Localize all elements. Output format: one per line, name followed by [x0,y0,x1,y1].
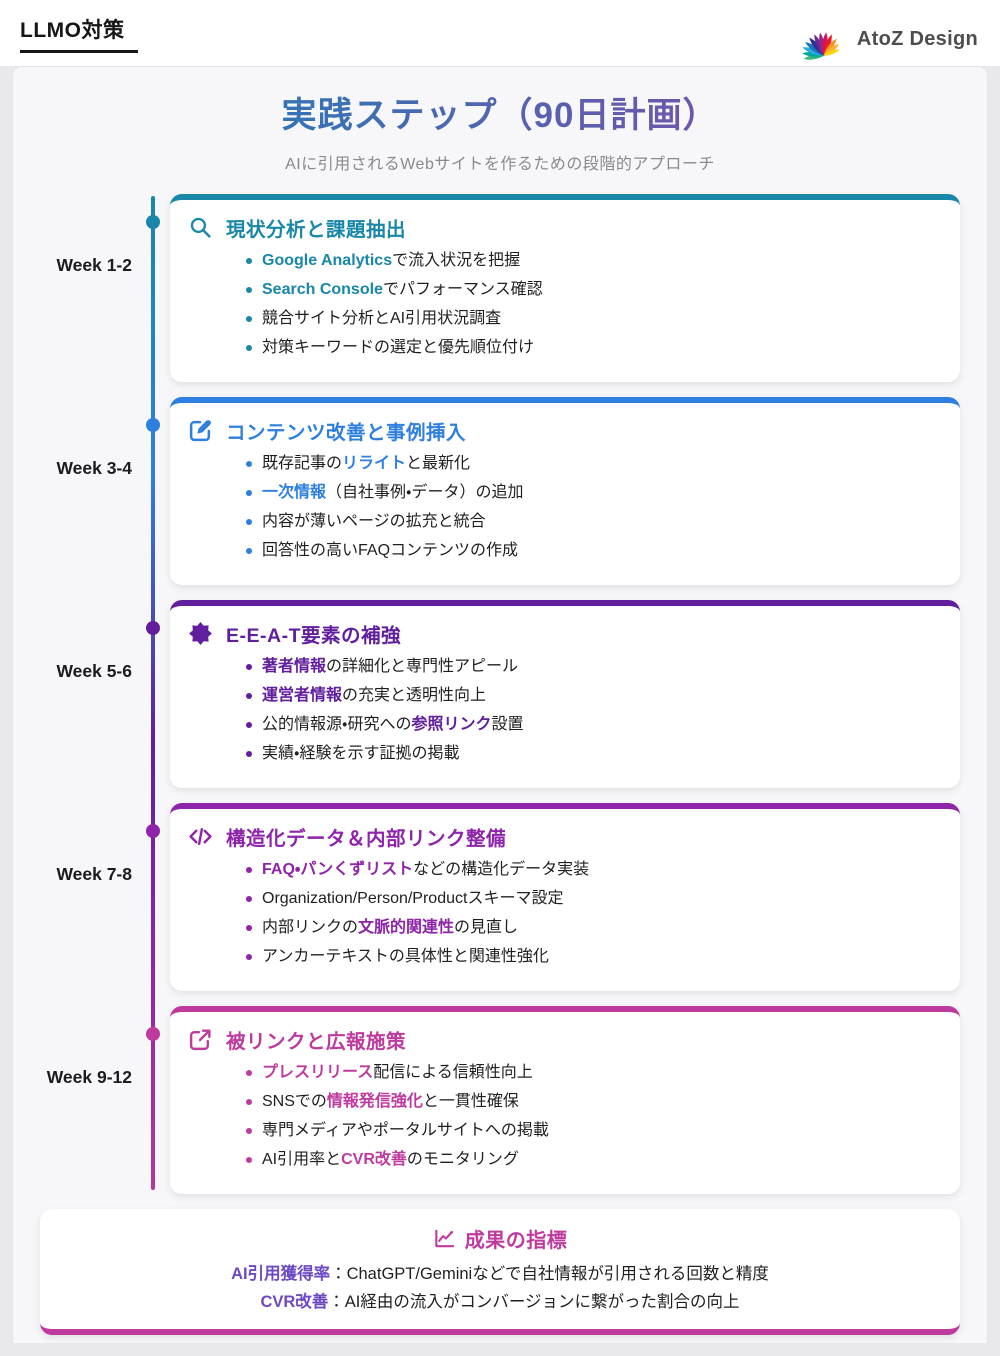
week-label: Week 9-12 [46,1067,132,1087]
summary-title: 成果の指標 [464,1230,568,1252]
week-label: Week 5-6 [56,661,132,681]
logo-text: AtoZ Design [856,27,978,50]
code-icon [188,824,213,849]
timeline-step-2: Week 3-4 コンテンツ改善と事例挿入既存記事のリライトと最新化一次情報（自社… [40,397,960,585]
bullet-item: 内部リンクの文脈的関連性の見直し [245,917,936,938]
step-title: 現状分析と課題抽出 [226,218,407,241]
timeline-step-3: Week 5-6 E-E-A-T要素の補強著者情報の詳細化と専門性アピール運営者情… [40,600,960,788]
timeline-step-4: Week 7-8 構造化データ＆内部リンク整備 FAQ・パンくずリストなどの構造化デ… [40,803,960,991]
timeline: Week 1-2 現状分析と課題抽出 Google Analyticsで流入状況を把… [40,194,960,1194]
logo: AtoZ Design [800,16,978,62]
step-bullets: 既存記事のリライトと最新化一次情報（自社事例・データ）の追加内容が薄いページの拡… [245,453,936,561]
timeline-dot [146,215,160,229]
timeline-dot [146,824,160,838]
bullet-item: SNSでの情報発信強化と一貫性確保 [245,1091,936,1112]
bullet-item: 既存記事のリライトと最新化 [245,453,936,474]
step-title: 構造化データ＆内部リンク整備 [226,827,507,850]
step-bullets: プレスリリース配信による信頼性向上 SNSでの情報発信強化と一貫性確保専門メディア… [245,1062,936,1170]
week-label: Week 1-2 [56,255,132,275]
week-label: Week 7-8 [56,864,132,884]
step-title: 被リンクと広報施策 [226,1030,407,1053]
bullet-item: アンカーテキストの具体性と関連性強化 [245,946,936,967]
step-card-header: E-E-A-T要素の補強 [188,619,936,647]
seal-icon [188,621,213,646]
bullet-item: 著者情報の詳細化と専門性アピール [245,656,936,677]
chart-line-icon [433,1227,456,1250]
app-header: LLMO対策 AtoZ Design [0,0,1000,66]
step-bullets: FAQ・パンくずリストなどの構造化データ実装 Organization/Perso… [245,859,936,967]
summary-card: 成果の指標 AI引用獲得率：ChatGPT/Geminiなどで自社情報が引用され… [40,1209,960,1336]
metric-text: ：ChatGPT/Geminiなどで自社情報が引用される回数と精度 [330,1265,769,1283]
step-card-header: 構造化データ＆内部リンク整備 [188,822,936,850]
timeline-line [151,196,155,1190]
metric-keyword: AI引用獲得率 [231,1265,331,1283]
bullet-item: Organization/Person/Productスキーマ設定 [245,888,936,909]
step-card-header: コンテンツ改善と事例挿入 [188,416,936,444]
timeline-dot [146,621,160,635]
metric-line: AI引用獲得率：ChatGPT/Geminiなどで自社情報が引用される回数と精度 [60,1261,940,1289]
timeline-step-5: Week 9-12 被リンクと広報施策プレスリリース配信による信頼性向上 SNSでの… [40,1006,960,1194]
bullet-item: プレスリリース配信による信頼性向上 [245,1062,936,1083]
search-icon [188,215,213,240]
bullet-item: AI引用率とCVR改善のモニタリング [245,1149,936,1170]
bullet-item: 内容が薄いページの拡充と統合 [245,511,936,532]
step-card: 現状分析と課題抽出 Google Analyticsで流入状況を把握 Search … [170,194,960,382]
step-title: コンテンツ改善と事例挿入 [226,421,467,444]
bullet-item: 競合サイト分析とAI引用状況調査 [245,308,936,329]
bullet-item: 公的情報源・研究への参照リンク設置 [245,714,936,735]
content-panel: 実践ステップ（90日計画） AIに引用されるWebサイトを作るための段階的アプロ… [12,66,988,1343]
bullet-item: Google Analyticsで流入状況を把握 [245,250,936,271]
bullet-item: Search Consoleでパフォーマンス確認 [245,279,936,300]
summary-head: 成果の指標 [433,1224,568,1253]
bullet-item: 対策キーワードの選定と優先順位付け [245,337,936,358]
external-link-icon [188,1027,213,1052]
timeline-dot [146,418,160,432]
page-title: 実践ステップ（90日計画） [40,87,960,138]
metric-text: ：AI経由の流入がコンバージョンに繋がった割合の向上 [328,1292,740,1311]
step-bullets: 著者情報の詳細化と専門性アピール運営者情報の充実と透明性向上公的情報源・研究への… [245,656,936,764]
bullet-item: 実績・経験を示す証拠の掲載 [245,743,936,764]
week-label: Week 3-4 [56,458,132,478]
petal-fan-icon [800,16,850,62]
timeline-rows: Week 1-2 現状分析と課題抽出 Google Analyticsで流入状況を把… [40,194,960,1194]
bullet-item: 一次情報（自社事例・データ）の追加 [245,482,936,503]
timeline-dot [146,1027,160,1041]
step-bullets: Google Analyticsで流入状況を把握 Search Consoleでパ… [245,250,936,358]
step-card-header: 被リンクと広報施策 [188,1025,936,1053]
bullet-item: FAQ・パンくずリストなどの構造化データ実装 [245,859,936,880]
step-card: E-E-A-T要素の補強著者情報の詳細化と専門性アピール運営者情報の充実と透明性… [170,600,960,788]
bullet-item: 運営者情報の充実と透明性向上 [245,685,936,706]
step-card: 被リンクと広報施策プレスリリース配信による信頼性向上 SNSでの情報発信強化と一貫… [170,1006,960,1194]
step-card-header: 現状分析と課題抽出 [188,213,936,241]
brand-title: LLMO対策 [20,14,139,53]
step-card: 構造化データ＆内部リンク整備 FAQ・パンくずリストなどの構造化データ実装 Orga… [170,803,960,991]
metric-line: CVR改善：AI経由の流入がコンバージョンに繋がった割合の向上 [60,1289,940,1317]
step-card: コンテンツ改善と事例挿入既存記事のリライトと最新化一次情報（自社事例・データ）の… [170,397,960,585]
edit-icon [188,418,213,443]
timeline-step-1: Week 1-2 現状分析と課題抽出 Google Analyticsで流入状況を把… [40,194,960,382]
step-title: E-E-A-T要素の補強 [226,624,401,647]
bullet-item: 専門メディアやポータルサイトへの掲載 [245,1120,936,1141]
page-subtitle: AIに引用されるWebサイトを作るための段階的アプローチ [285,156,715,173]
bullet-item: 回答性の高いFAQコンテンツの作成 [245,540,936,561]
metric-keyword: CVR改善 [260,1292,329,1311]
